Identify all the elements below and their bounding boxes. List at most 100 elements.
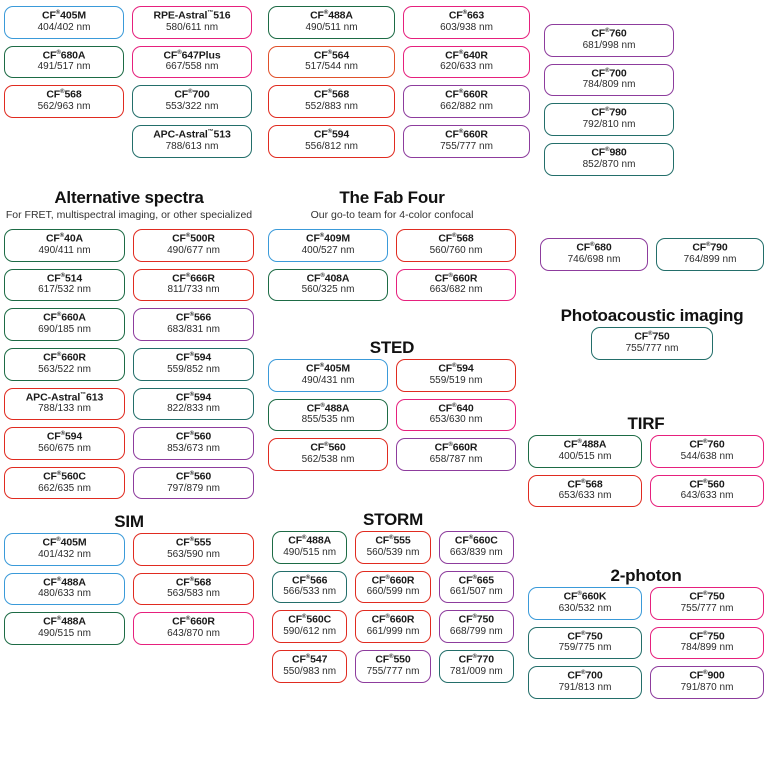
dye-name: CF®500R bbox=[172, 232, 215, 245]
dye-name: CF®568 bbox=[313, 88, 350, 101]
trademark-symbol: ® bbox=[703, 670, 708, 677]
trademark-symbol: ® bbox=[389, 653, 394, 660]
trademark-symbol: ® bbox=[327, 128, 332, 135]
trademark-symbol: ® bbox=[319, 233, 325, 239]
dye-wavelengths: 781/009 nm bbox=[449, 665, 503, 677]
dye-wavelengths: 603/938 nm bbox=[440, 21, 493, 33]
dye-name: CF®660R bbox=[445, 88, 488, 101]
dye-name: CF®566 bbox=[291, 574, 328, 587]
section-alternative-spectra: Alternative spectra For FRET, multispect… bbox=[4, 188, 254, 500]
dye-name: CF®564 bbox=[313, 49, 350, 62]
dye-wavelengths: 517/544 nm bbox=[305, 61, 358, 73]
trademark-symbol: ® bbox=[452, 363, 457, 369]
trademark-symbol: ® bbox=[389, 535, 394, 541]
dye-name: CF®760 bbox=[689, 438, 725, 451]
dye-wavelengths: 660/599 nm bbox=[366, 586, 420, 598]
dye-wavelengths: 559/519 nm bbox=[429, 374, 483, 386]
dye-name: CF®488A bbox=[306, 402, 350, 415]
trademark-symbol: ® bbox=[302, 614, 307, 621]
trademark-symbol: ® bbox=[577, 591, 582, 597]
dye-name: CF®660R bbox=[172, 615, 215, 628]
dye-name: CF®566 bbox=[175, 311, 212, 324]
dye-name: CF®790 bbox=[692, 241, 728, 254]
dye-wavelengths: 590/612 nm bbox=[283, 626, 337, 638]
